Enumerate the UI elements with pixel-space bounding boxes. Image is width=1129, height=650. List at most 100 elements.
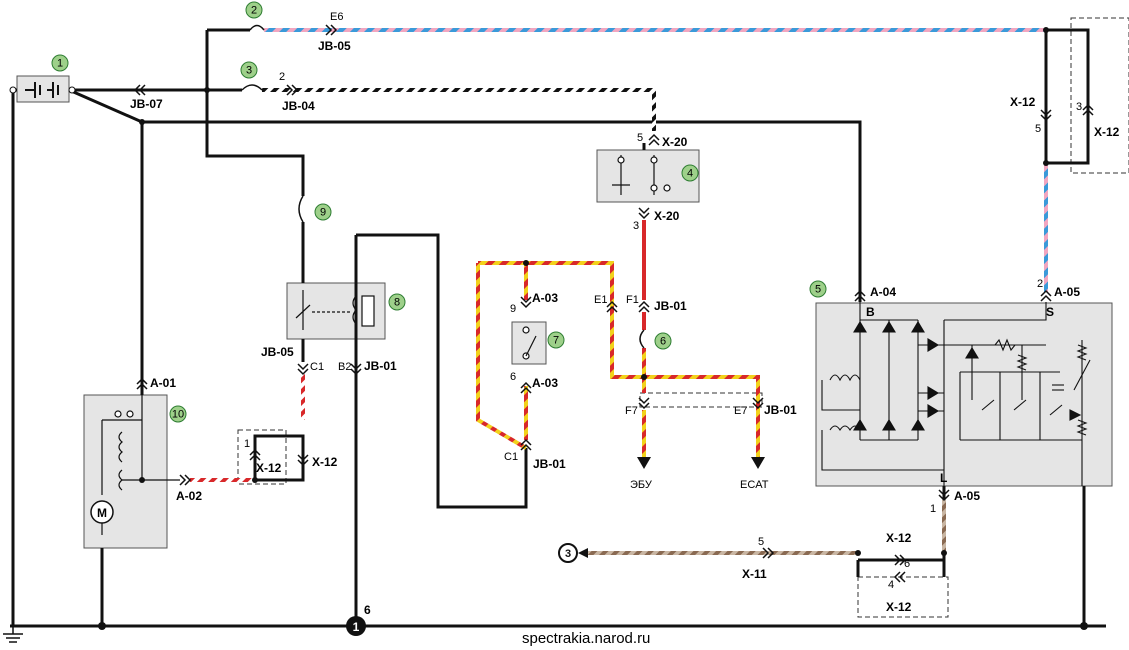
component-marker-1 — [51, 54, 69, 72]
pin-2-top: 2 — [279, 71, 285, 83]
label-x12-mid-b: X-12 — [312, 455, 338, 469]
pin-c1-jb01: C1 — [504, 451, 518, 463]
pin-2-a05: 2 — [1037, 278, 1043, 290]
label-jb01-b2: JB-01 — [364, 359, 397, 373]
battery-box — [16, 75, 70, 103]
pin-3-x20: 3 — [633, 220, 639, 232]
pin-labels: E6 2 5 3 E1 F1 F7 E7 9 6 C1 C1 B2 5 3 2 … — [244, 11, 1082, 591]
ecu-arrow-icon — [637, 457, 651, 469]
label-jb04-top: JB-04 — [282, 99, 315, 113]
x12-bot-frame — [857, 576, 949, 618]
relay-4-contacts — [612, 155, 671, 195]
ground-node — [346, 616, 366, 636]
pin-6-a03: 6 — [510, 371, 516, 383]
pin-5-x11: 5 — [758, 536, 764, 548]
ecat-arrow-icon — [751, 457, 765, 469]
component-marker-5 — [809, 280, 827, 298]
label-x11: X-11 — [742, 567, 767, 581]
source-marker — [558, 543, 578, 563]
battery-terminal-right — [68, 86, 76, 94]
label-x12-right-a: X-12 — [1010, 95, 1036, 109]
pin-f1: F1 — [626, 294, 639, 306]
connector-labels: JB-05 JB-04 JB-07 X-20 X-20 JB-01 JB-01 … — [130, 39, 1120, 614]
fuse-2 — [249, 24, 265, 31]
label-jb07: JB-07 — [130, 97, 163, 111]
coloured-wires — [190, 28, 1048, 555]
connector-chevrons — [133, 24, 1094, 583]
pin-9-a03: 9 — [510, 303, 516, 315]
label-x12-mid-a: X-12 — [256, 461, 282, 475]
pin-1-a05: 1 — [930, 503, 936, 515]
label-jb05-top: JB-05 — [318, 39, 351, 53]
label-a02: A-02 — [176, 489, 202, 503]
component-marker-label-9: 9 — [320, 207, 326, 219]
label-x12-bot-b: X-12 — [886, 600, 912, 614]
component-marker-label-5: 5 — [815, 284, 821, 296]
fuse-6 — [639, 329, 645, 349]
label-jb01-c1: JB-01 — [533, 457, 566, 471]
component-marker-label-6: 6 — [660, 336, 666, 348]
label-a03-bot: A-03 — [532, 376, 558, 390]
fuses — [241, 24, 645, 349]
component-marker-label-1: 1 — [57, 58, 63, 70]
component-marker-label-8: 8 — [394, 297, 400, 309]
label-jb01-e7: JB-01 — [764, 403, 797, 417]
pin-e1: E1 — [594, 294, 607, 306]
component-marker-3 — [240, 61, 258, 79]
battery-icon — [25, 82, 59, 98]
component-marker-label-2: 2 — [251, 5, 257, 17]
fuse-9 — [298, 195, 304, 223]
terminal-b: B — [866, 305, 875, 319]
junction-dots — [98, 27, 1088, 630]
label-a05-top: A-05 — [1054, 285, 1080, 299]
motor-label: M — [97, 506, 107, 520]
wiper-motor-internals — [90, 395, 180, 535]
alternator-internals — [821, 302, 1091, 486]
label-x20-top: X-20 — [662, 135, 688, 149]
component-marker-label-7: 7 — [553, 335, 559, 347]
label-jb05-c1: JB-05 — [261, 345, 294, 359]
component-marker-10 — [169, 405, 187, 423]
pin-b2: B2 — [338, 361, 351, 373]
component-marker-label-3: 3 — [246, 65, 252, 77]
ground-node-label: 1 — [353, 620, 360, 634]
ecat-label: ECAT — [740, 479, 769, 491]
component-marker-6 — [654, 332, 672, 350]
terminal-s: S — [1046, 305, 1054, 319]
alternator-5-box — [815, 302, 1113, 487]
pin-c1-jb05: C1 — [310, 361, 324, 373]
label-x12-right-b: X-12 — [1094, 125, 1120, 139]
label-jb01-f1: JB-01 — [654, 299, 687, 313]
relay-4-box — [596, 149, 700, 203]
label-x12-bot-a: X-12 — [886, 531, 912, 545]
pin-e7: E7 — [734, 405, 747, 417]
battery-terminal-left — [9, 86, 17, 94]
pin-1-x12: 1 — [244, 438, 250, 450]
x12-right-frame — [1070, 17, 1129, 174]
wiper-motor-10-box — [83, 394, 168, 549]
ecu-label: ЭБУ — [630, 479, 653, 491]
label-a03-top: A-03 — [532, 291, 558, 305]
source-arrow-icon — [578, 548, 588, 558]
label-a01: A-01 — [150, 376, 176, 390]
pin-e6: E6 — [330, 11, 343, 23]
pin-5-x12: 5 — [1035, 123, 1041, 135]
component-marker-8 — [388, 293, 406, 311]
component-marker-2 — [245, 1, 263, 19]
black-wires — [10, 28, 1106, 628]
ground-icon — [3, 626, 23, 643]
terminal-l: L — [940, 471, 947, 485]
component-marker-label-10: 10 — [172, 409, 184, 421]
relay-8-contacts — [295, 290, 375, 330]
label-a04: A-04 — [870, 285, 896, 299]
component-marker-4 — [681, 164, 699, 182]
switch-7-contacts — [522, 326, 537, 360]
label-x20-bot: X-20 — [654, 209, 680, 223]
ground-pin-label: 6 — [364, 603, 371, 617]
component-marker-7 — [547, 331, 565, 349]
pin-f7: F7 — [625, 405, 638, 417]
pin-3-x12: 3 — [1076, 101, 1082, 113]
fuse-3 — [241, 84, 263, 91]
